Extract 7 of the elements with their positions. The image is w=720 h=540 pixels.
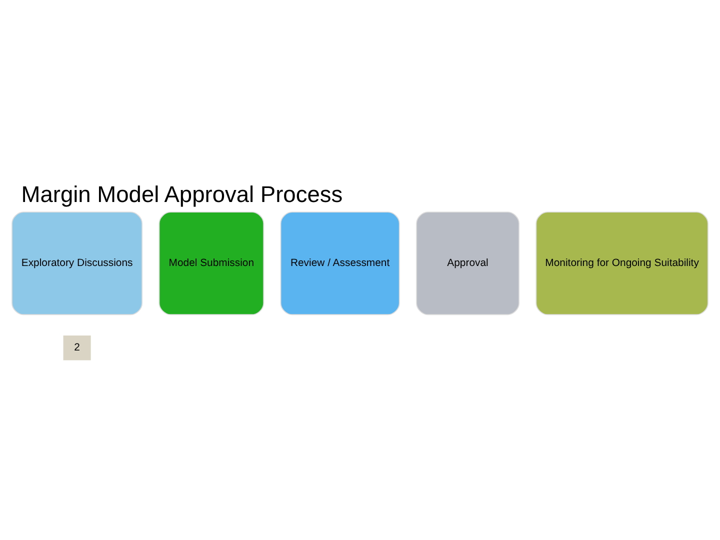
- node-box: Monitoring for Ongoing Suitability: [536, 212, 708, 316]
- diagram-title: Margin Model Approval Process: [21, 180, 343, 207]
- node-box: Model Submission: [158, 212, 264, 316]
- node-box: Exploratory Discussions: [12, 212, 143, 316]
- label: 2: [74, 342, 80, 354]
- node-box: Approval: [416, 212, 520, 316]
- node-box: Review / Assessment: [280, 212, 400, 316]
